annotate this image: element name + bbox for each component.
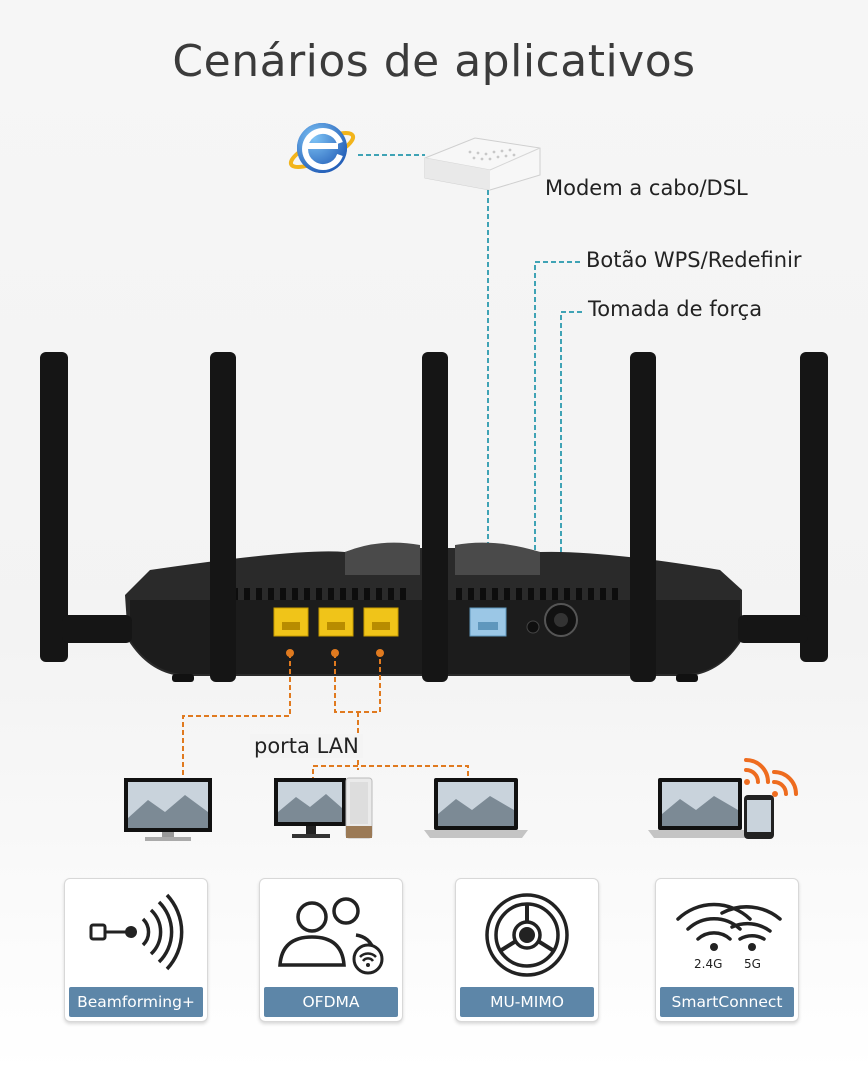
smartconnect-wifi-icon [676,902,782,951]
wps-reset-label: Botão WPS/Redefinir [586,248,802,272]
ofdma-users-icon [278,897,384,975]
lan-port-label: porta LAN [250,734,363,758]
feature-card-smartconnect: 2.4G 5G SmartConnect [655,878,799,1022]
desktop-computer [274,777,373,839]
monitor-device [124,778,212,841]
smartphone-device [744,795,774,839]
feature-caption: SmartConnect [660,987,794,1017]
beamforming-icon [89,893,184,971]
modem-label: Modem a cabo/DSL [545,176,748,200]
lan-ports [273,607,399,637]
band-label-5g: 5G [744,957,761,971]
mu-mimo-icon [485,893,569,977]
feature-card-ofdma: OFDMA [259,878,403,1022]
feature-caption: Beamforming+ [69,987,203,1017]
laptop-device [424,778,528,838]
power-socket-label: Tomada de força [588,297,763,321]
wireless-laptop [648,778,752,838]
feature-card-beamforming: Beamforming+ [64,878,208,1022]
wifi-signal-icon [744,758,798,796]
antennas [40,352,828,682]
page-title: Cenários de aplicativos [172,36,696,87]
feature-caption: OFDMA [264,987,398,1017]
internet-icon [288,123,356,173]
modem-device [424,137,541,191]
band-label-2-4g: 2.4G [694,957,723,971]
wps-button [526,620,540,634]
feature-caption: MU-MIMO [460,987,594,1017]
feature-card-mu-mimo: MU-MIMO [455,878,599,1022]
